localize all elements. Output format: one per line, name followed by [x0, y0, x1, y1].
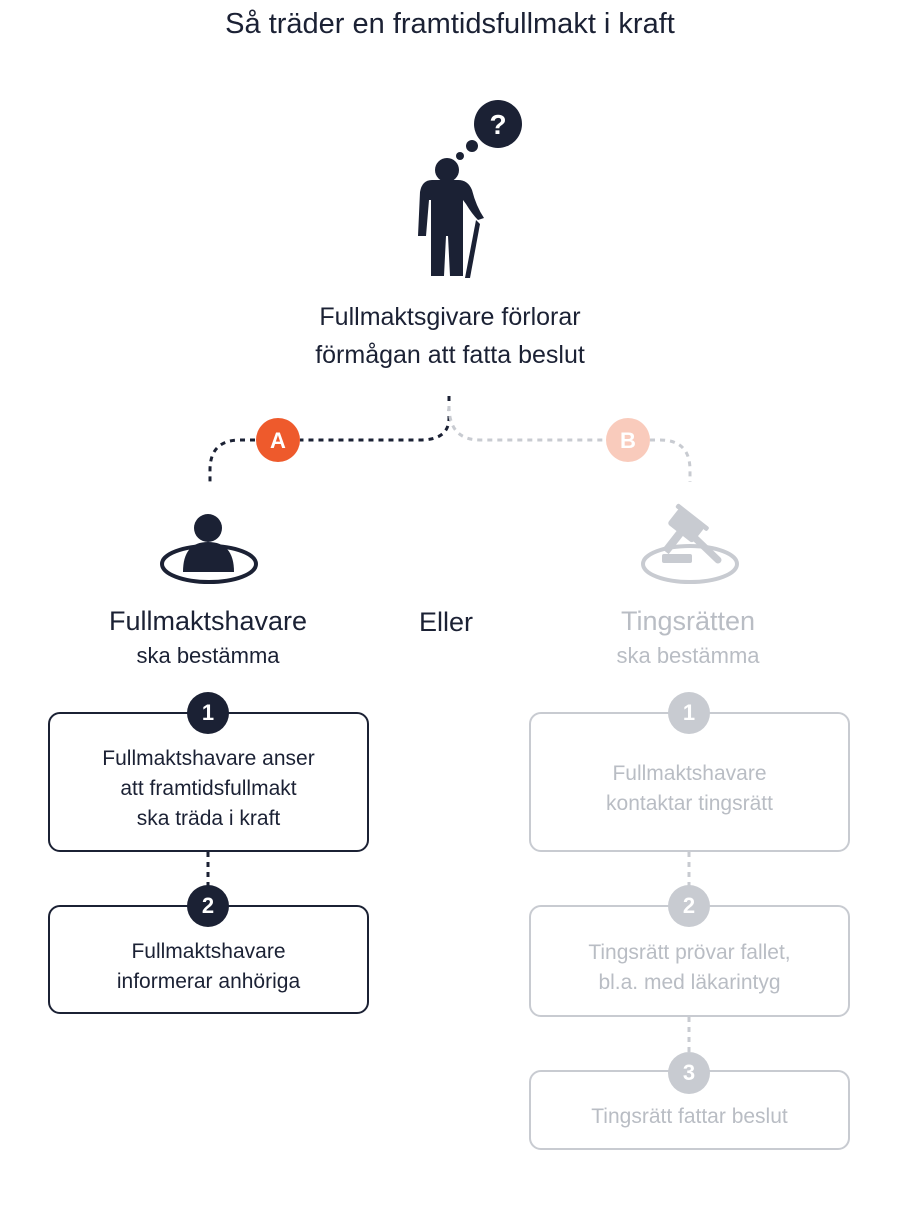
- badge-a-label: A: [270, 428, 286, 453]
- step-a-2-line-1: Fullmaktshavare: [131, 939, 286, 963]
- giver-line-1: Fullmaktsgivare förlorar: [319, 303, 581, 331]
- step-a-2-line-2: informerar anhöriga: [116, 969, 301, 993]
- branch-b-title: Tingsrätten: [620, 606, 756, 636]
- step-number-b-3: 3: [668, 1052, 710, 1094]
- connector-b: [447, 405, 605, 442]
- step-a-1-line-1: Fullmaktshavare anser: [102, 747, 315, 770]
- step-b-3-line-1: Tingsrätt fattar beslut: [591, 1105, 788, 1128]
- gavel-icon: [641, 503, 739, 584]
- step-b-1-line-2: kontaktar tingsrätt: [606, 792, 773, 815]
- person-icon: [160, 514, 258, 584]
- step-number-a-1: 1: [187, 692, 229, 734]
- giver-description: Fullmaktsgivare förlorar förmågan att fa…: [230, 298, 670, 374]
- badge-b-label: B: [620, 428, 636, 453]
- connector-b-down: [650, 438, 692, 482]
- step-number-b-2: 2: [668, 885, 710, 927]
- step-box-a-1: Fullmaktshavare anser att framtidsfullma…: [48, 712, 369, 852]
- badge-a-circle: [256, 418, 300, 462]
- step-b-1-line-1: Fullmaktshavare: [612, 762, 767, 785]
- thought-bubble-question-mark: ?: [489, 109, 506, 140]
- step-b-2-line-2: bl.a. med läkarintyg: [598, 971, 781, 994]
- page-title: Så träder en framtidsfullmakt i kraft: [225, 8, 675, 40]
- step-a-1-line-3: ska träda i kraft: [136, 807, 281, 830]
- badge-b-circle: [606, 418, 650, 462]
- connector-a: [300, 396, 451, 442]
- step-box-b-1: Fullmaktshavare kontaktar tingsrätt: [529, 712, 850, 852]
- branch-b-subtitle: ska bestämma: [616, 643, 760, 668]
- connector-a-down: [208, 438, 255, 482]
- branch-a-subtitle: ska bestämma: [136, 643, 280, 668]
- step-number-a-2: 2: [187, 885, 229, 927]
- elderly-person-cane-icon: [418, 100, 522, 278]
- giver-line-2: förmågan att fatta beslut: [315, 341, 585, 369]
- step-b-2-line-1: Tingsrätt prövar fallet,: [588, 941, 791, 964]
- or-separator: Eller: [418, 607, 473, 637]
- step-number-b-1: 1: [668, 692, 710, 734]
- step-a-1-line-2: att framtidsfullmakt: [120, 777, 297, 800]
- branch-a-title: Fullmaktshavare: [108, 606, 308, 636]
